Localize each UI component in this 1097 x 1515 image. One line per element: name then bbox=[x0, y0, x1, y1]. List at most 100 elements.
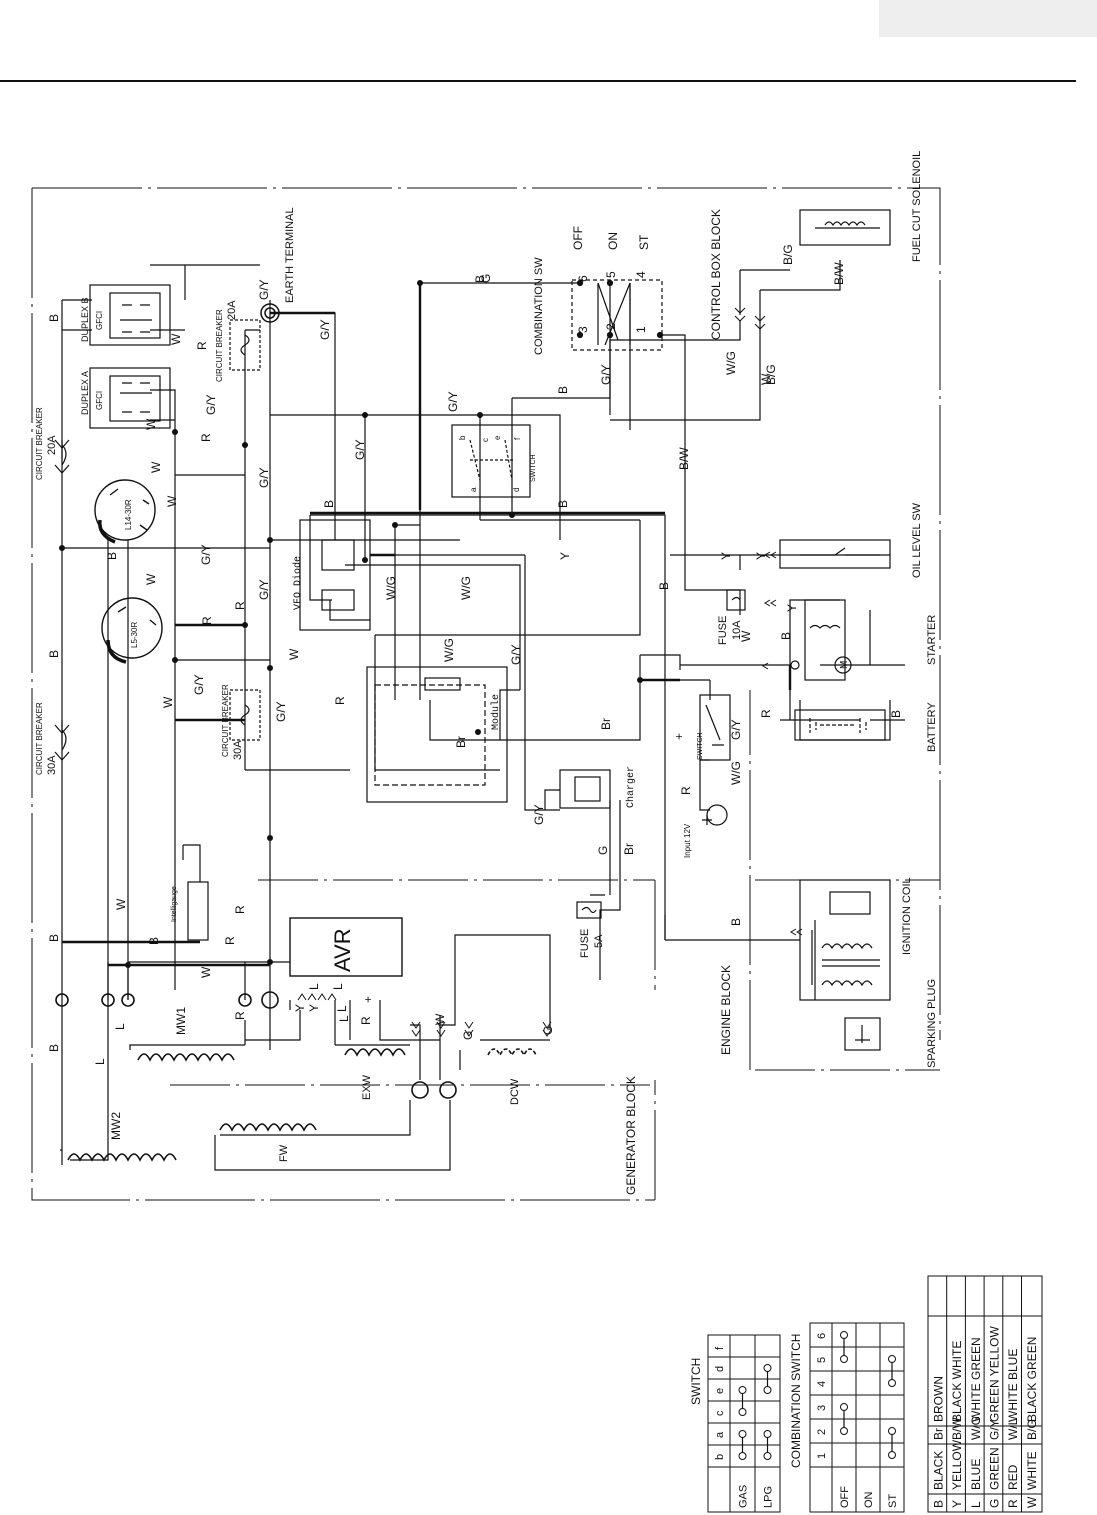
wire-label: G/Y bbox=[599, 364, 613, 385]
table-connection-node bbox=[840, 1403, 848, 1411]
fuse-5a-symbol bbox=[576, 901, 602, 919]
legend-cell: BROWN bbox=[931, 1376, 945, 1422]
vfo-diode-label: VFO Diode bbox=[292, 556, 304, 610]
wire-label: W bbox=[144, 418, 158, 430]
wire-label: Br bbox=[599, 718, 613, 730]
wire-label: G bbox=[479, 274, 493, 283]
table-row-label: LPG bbox=[763, 1486, 775, 1508]
module-label: Module bbox=[490, 694, 502, 730]
legend-cell: GREEN bbox=[987, 1447, 1001, 1490]
wire-label: G/Y bbox=[532, 804, 546, 825]
switch-terminal-f: f bbox=[513, 437, 522, 440]
oil-level-label: OIL LEVEL SW bbox=[911, 502, 923, 578]
cb-20a-left-label: CIRCUIT BREAKER bbox=[35, 407, 44, 480]
wire-label: W/G bbox=[459, 576, 473, 600]
legend-cell: BLACK bbox=[931, 1451, 945, 1490]
fuse-10a-symbol bbox=[726, 589, 746, 611]
wire-label: Br bbox=[622, 843, 636, 855]
spark-plug-label: SPARKING PLUG bbox=[926, 979, 938, 1068]
avr-label: AVR bbox=[330, 928, 355, 972]
switch-terminal-e: e bbox=[493, 435, 502, 440]
wire-label: R bbox=[359, 1016, 373, 1025]
wire-label: R bbox=[679, 786, 693, 795]
legend-cell: G/Y bbox=[987, 1419, 1001, 1440]
table-col-header: d bbox=[714, 1366, 726, 1372]
table-connection-node bbox=[840, 1427, 848, 1435]
wire-label: B bbox=[322, 500, 336, 508]
wire-label: L bbox=[93, 1058, 107, 1065]
wire-label: Br bbox=[454, 736, 468, 748]
control-box-block-label: CONTROL BOX BLOCK bbox=[709, 209, 723, 340]
circuit-breaker-20a-symbol bbox=[229, 319, 261, 371]
wire-label: L bbox=[331, 983, 345, 990]
legend-cell: RED bbox=[1006, 1464, 1020, 1490]
wire-label: G/Y bbox=[729, 719, 743, 740]
wire-label: B bbox=[47, 650, 61, 658]
wire-label: G/Y bbox=[274, 701, 288, 722]
l14-30r-receptacle bbox=[94, 479, 156, 544]
wire-label: W/G bbox=[724, 351, 738, 375]
wire-label: B/G bbox=[764, 364, 778, 385]
l5-30r-receptacle bbox=[101, 597, 163, 664]
table-col-header: 2 bbox=[816, 1429, 828, 1435]
wire-label: L bbox=[337, 1015, 351, 1022]
wire-label: G/Y bbox=[204, 394, 218, 415]
spark-plug-symbol bbox=[844, 1017, 881, 1051]
mw1-label: MW1 bbox=[174, 1007, 188, 1035]
cb-30a-left-rating: 30A bbox=[46, 755, 58, 775]
wire-label: R bbox=[233, 601, 247, 610]
comb-position-on: ON bbox=[606, 232, 620, 250]
wire-label: B bbox=[105, 552, 119, 560]
wire-label: W bbox=[199, 966, 213, 978]
wire-label: G/Y bbox=[192, 674, 206, 695]
legend-cell: R bbox=[1006, 1499, 1020, 1508]
wire-label: B bbox=[147, 937, 161, 945]
table-connection-node bbox=[738, 1452, 747, 1460]
comb-terminal-6: 6 bbox=[576, 275, 590, 282]
wire-label: W bbox=[144, 573, 158, 585]
legend-cell: Y bbox=[950, 1500, 964, 1508]
table-col-header: 1 bbox=[816, 1453, 828, 1459]
battery-label: BATTERY bbox=[926, 702, 938, 752]
cb-20a-rating: 20A bbox=[226, 300, 238, 320]
legend-cell: B/G bbox=[1025, 1419, 1039, 1440]
wire-label: W bbox=[287, 648, 301, 660]
legend-cell: W/L bbox=[1006, 1418, 1020, 1440]
comb-position-off: OFF bbox=[571, 226, 585, 250]
wire-label: Y bbox=[558, 552, 572, 560]
fuel-cut-solenoid-symbol bbox=[799, 209, 891, 246]
starter-motor-symbol bbox=[790, 599, 852, 681]
circuit-breaker-20a-left-symbol bbox=[54, 439, 70, 474]
comb-terminal-4: 4 bbox=[634, 271, 648, 278]
table-row-label: OFF bbox=[839, 1486, 851, 1508]
table-connection-node bbox=[840, 1355, 848, 1363]
wire-label: G/Y bbox=[257, 467, 271, 488]
legend-cell: WHITE bbox=[1025, 1451, 1039, 1490]
table-col-header: 5 bbox=[816, 1357, 828, 1363]
wire-label: W bbox=[169, 333, 183, 345]
wire-label: B bbox=[657, 582, 671, 590]
wire-label: B bbox=[889, 710, 903, 718]
table-connection-node bbox=[888, 1427, 896, 1435]
cb-20a-left-rating: 20A bbox=[46, 435, 58, 455]
duplex-b-gfci-label: GFCI bbox=[95, 311, 104, 330]
wire-label: R bbox=[233, 905, 247, 914]
table-col-header: a bbox=[714, 1431, 726, 1438]
wire-label: W bbox=[149, 461, 163, 473]
switch-label: SWITCH bbox=[530, 454, 537, 482]
dcw-label: DCW bbox=[509, 1078, 521, 1105]
intelligauge-label: Intelligauge bbox=[171, 886, 178, 922]
duplex-a-outlet bbox=[89, 367, 171, 429]
motor-label: M bbox=[839, 661, 850, 669]
start-switch-symbol bbox=[699, 694, 731, 761]
mw2-label: MW2 bbox=[109, 1112, 123, 1140]
fuse-10a-label: FUSE bbox=[717, 616, 729, 645]
brush-terminals bbox=[55, 991, 457, 1099]
legend-cell: W/G bbox=[969, 1416, 983, 1440]
wire-label: B/W bbox=[677, 447, 691, 470]
legend-cell: Br bbox=[931, 1428, 945, 1440]
comb-terminal-1: 1 bbox=[634, 326, 648, 333]
wire-label: B bbox=[556, 386, 570, 394]
